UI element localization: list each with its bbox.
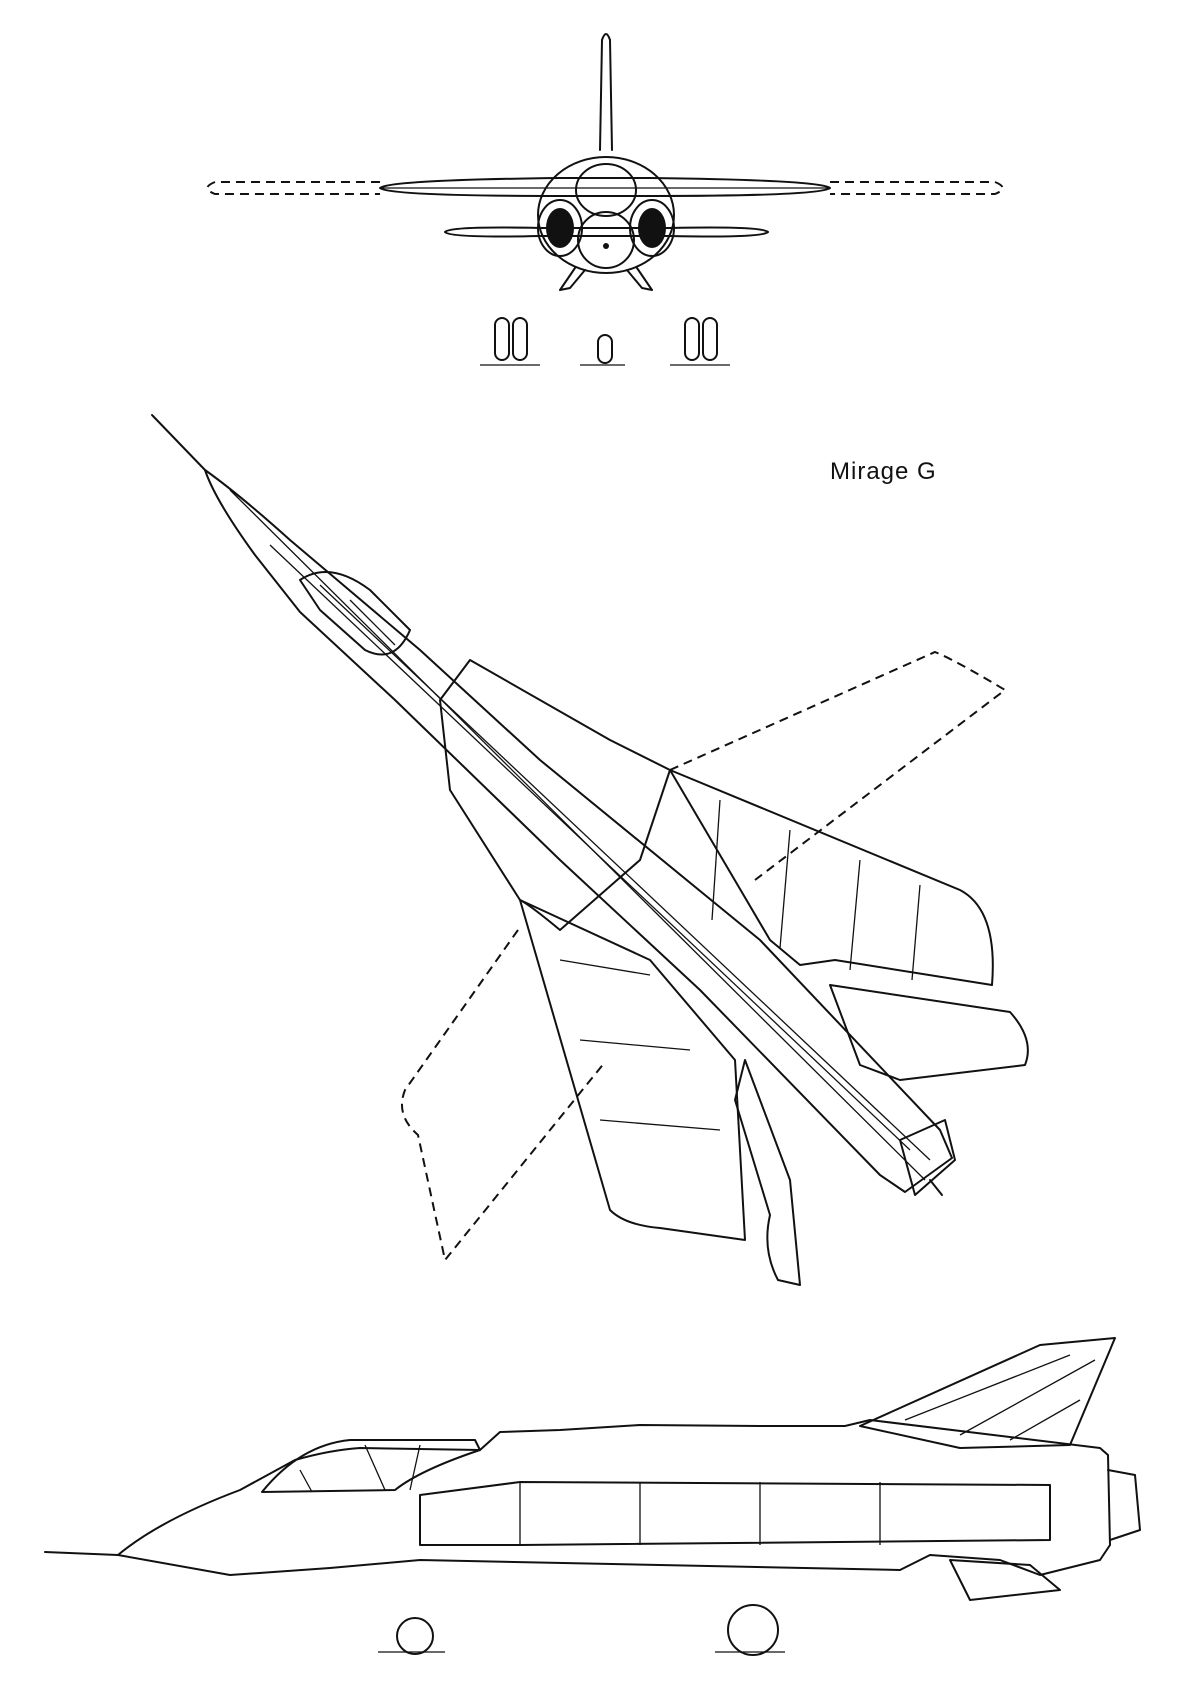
- side-intake: [419, 1481, 1051, 1546]
- front-wing: [379, 177, 831, 197]
- front-ventral-fins: [559, 267, 653, 291]
- plan-wing-extended-left: [401, 929, 606, 1263]
- plan-fuselage: [204, 469, 953, 1193]
- side-pitot: [44, 1551, 119, 1556]
- front-intake-left: [537, 199, 583, 257]
- plan-fuselage-panel-lines: [269, 544, 931, 1161]
- plan-pitot: [151, 414, 206, 471]
- plan-view: [151, 414, 1029, 1286]
- front-canopy: [575, 163, 637, 217]
- plan-nozzle: [899, 1119, 956, 1196]
- side-view: [44, 1337, 1141, 1656]
- side-main-wheel: [727, 1604, 779, 1656]
- plan-wing-right-panels: [711, 799, 921, 981]
- front-tailplane: [444, 226, 769, 238]
- side-ventral-fin: [949, 1559, 1061, 1601]
- side-nose-wheel: [396, 1617, 434, 1655]
- front-nose: [577, 211, 635, 269]
- front-wing-extended-left: [206, 181, 380, 195]
- side-exhaust-nozzle: [1107, 1469, 1141, 1541]
- front-wing-extended-right: [830, 181, 1004, 195]
- side-fin-panels: [904, 1354, 1096, 1441]
- plan-wing-extended-right: [669, 650, 1007, 881]
- aircraft-title: Mirage G: [830, 458, 937, 485]
- front-view: [206, 33, 1004, 366]
- side-panel-lines: [519, 1482, 881, 1545]
- side-canopy: [261, 1439, 481, 1493]
- side-canopy-frames: [299, 1444, 421, 1493]
- plan-wing-left-panels: [559, 959, 721, 1131]
- plan-tailplane-left: [734, 1059, 801, 1286]
- side-fin: [859, 1337, 1116, 1449]
- front-intake-right: [629, 199, 675, 257]
- plan-wing-swept-right: [669, 769, 994, 986]
- front-fin: [599, 33, 613, 151]
- front-fuselage: [537, 156, 675, 274]
- plan-tailplane-right: [829, 984, 1029, 1081]
- plan-canopy: [299, 571, 411, 656]
- side-fuselage: [117, 1419, 1111, 1576]
- plan-wing-glove: [439, 659, 671, 931]
- plan-wing-swept-left: [519, 899, 746, 1241]
- front-landing-gear: [480, 317, 730, 366]
